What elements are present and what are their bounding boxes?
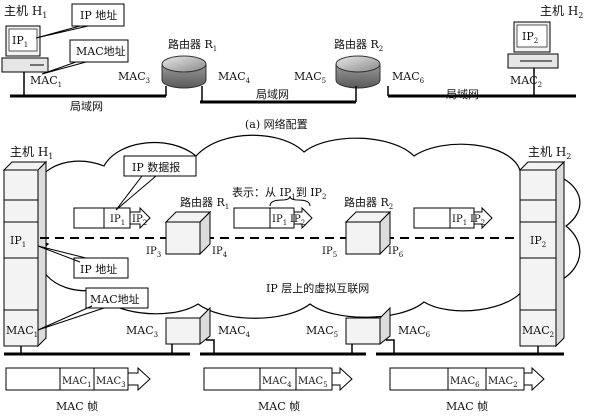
router2-ip6-label: IP6 xyxy=(388,246,404,259)
host2-ip-label: IP2 xyxy=(530,234,546,249)
host1-label: 主机 H1 xyxy=(4,4,47,20)
svg-text:MAC5: MAC5 xyxy=(298,376,328,389)
host2-stack-label: 主机 H2 xyxy=(528,145,571,161)
mac5-label: MAC5 xyxy=(294,70,326,85)
router1-ip3-label: IP3 xyxy=(146,246,161,259)
network-configuration: 主机 H1 IP1 IP 地址 MAC地址 MAC1 局域网 路由器 R1 MA… xyxy=(1,3,583,131)
host2-protocol-stack xyxy=(518,160,566,348)
host1-ip-label: IP1 xyxy=(12,34,28,49)
host1-protocol-stack xyxy=(2,160,48,348)
svg-text:MAC4: MAC4 xyxy=(262,376,292,389)
svg-text:IP1: IP1 xyxy=(272,214,287,227)
router2-icon xyxy=(335,55,389,102)
ip-datagram-packet-1: IP1 IP2 xyxy=(73,206,151,230)
mac-frame-2-label: MAC 帧 xyxy=(258,399,300,413)
svg-text:IP2: IP2 xyxy=(470,214,485,227)
svg-text:IP2: IP2 xyxy=(132,214,147,227)
ip-address-callout-bottom-label: IP 地址 xyxy=(80,262,117,276)
mac-frame-1-label: MAC 帧 xyxy=(56,399,98,413)
mac4-label: MAC4 xyxy=(218,70,251,85)
svg-text:MAC1: MAC1 xyxy=(62,376,92,389)
host1-ip-label: IP1 xyxy=(10,234,26,249)
host2-ip-label: IP2 xyxy=(522,30,538,45)
lan1-label: 局域网 xyxy=(70,100,103,113)
ip-datagram-packet-2: IP1 IP2 xyxy=(233,206,313,230)
mac-address-callout-bottom xyxy=(37,287,149,331)
host1-computer-icon xyxy=(1,25,49,96)
mac1-label: MAC1 xyxy=(30,74,62,89)
host2-computer-icon xyxy=(507,21,559,96)
svg-text:MAC6: MAC6 xyxy=(450,376,480,389)
svg-text:IP2: IP2 xyxy=(290,214,305,227)
router2-physical-port xyxy=(345,306,391,346)
mac6-label: MAC6 xyxy=(392,70,425,85)
ip-datagram-packet-3: IP1 IP2 xyxy=(413,206,493,230)
bottom-mac6-label: MAC6 xyxy=(398,324,431,339)
svg-text:MAC3: MAC3 xyxy=(96,376,126,389)
router2-box-label: 路由器 R2 xyxy=(344,195,393,211)
router2-box xyxy=(344,210,392,256)
lan2-label: 局域网 xyxy=(256,88,289,101)
svg-text:IP1: IP1 xyxy=(452,214,467,227)
ip-datagram-callout xyxy=(115,155,197,211)
router1-physical-port xyxy=(165,306,211,346)
ip-address-callout-bottom xyxy=(37,245,129,279)
host2-label: 主机 H2 xyxy=(540,4,583,20)
ip-address-callout xyxy=(35,3,125,39)
mac-frame-3: MAC6 MAC2 xyxy=(389,366,545,392)
lan3-label: 局域网 xyxy=(446,88,479,101)
router1-ip4-label: IP4 xyxy=(212,246,228,259)
router2-ip5-label: IP5 xyxy=(322,246,337,259)
note-brace xyxy=(269,195,311,207)
bottom-mac5-label: MAC5 xyxy=(306,324,338,339)
note-from-ip1-to-ip2: 表示：从 IP1到 IP2 xyxy=(232,185,326,201)
router2-label: 路由器 R2 xyxy=(334,37,383,53)
host1-mac-label: MAC1 xyxy=(6,324,38,339)
mac2-label: MAC2 xyxy=(510,74,542,89)
bottom-mac3-label: MAC3 xyxy=(126,324,158,339)
virtual-internet-diagram: 主机 H1 IP1 MAC1 主机 H2 IP2 MAC2 路由器 R xyxy=(2,134,581,413)
mac-address-callout xyxy=(41,39,129,75)
router1-box-label: 路由器 R1 xyxy=(180,195,229,211)
mac-frame-2: MAC4 MAC5 xyxy=(203,366,353,392)
caption-a: (a) 网络配置 xyxy=(245,117,308,131)
mac3-label: MAC3 xyxy=(118,70,150,85)
svg-text:MAC2: MAC2 xyxy=(488,376,518,389)
svg-text:IP1: IP1 xyxy=(110,214,125,227)
router1-label: 路由器 R1 xyxy=(168,37,217,53)
host2-mac-label: MAC2 xyxy=(522,324,554,339)
mac-frame-1: MAC1 MAC3 xyxy=(5,366,151,392)
ip-datagram-callout-label: IP 数据报 xyxy=(132,160,180,174)
ip-address-callout-label: IP 地址 xyxy=(80,8,117,22)
virtual-internet-label: IP 层上的虚拟互联网 xyxy=(266,281,369,295)
bottom-mac4-label: MAC4 xyxy=(218,324,251,339)
mac-frame-3-label: MAC 帧 xyxy=(446,399,488,413)
host1-stack-label: 主机 H1 xyxy=(10,145,53,161)
mac-address-callout-label: MAC地址 xyxy=(76,44,126,58)
mac-address-callout-bottom-label: MAC地址 xyxy=(90,292,140,306)
router1-box xyxy=(164,210,212,256)
router1-icon xyxy=(161,55,207,102)
